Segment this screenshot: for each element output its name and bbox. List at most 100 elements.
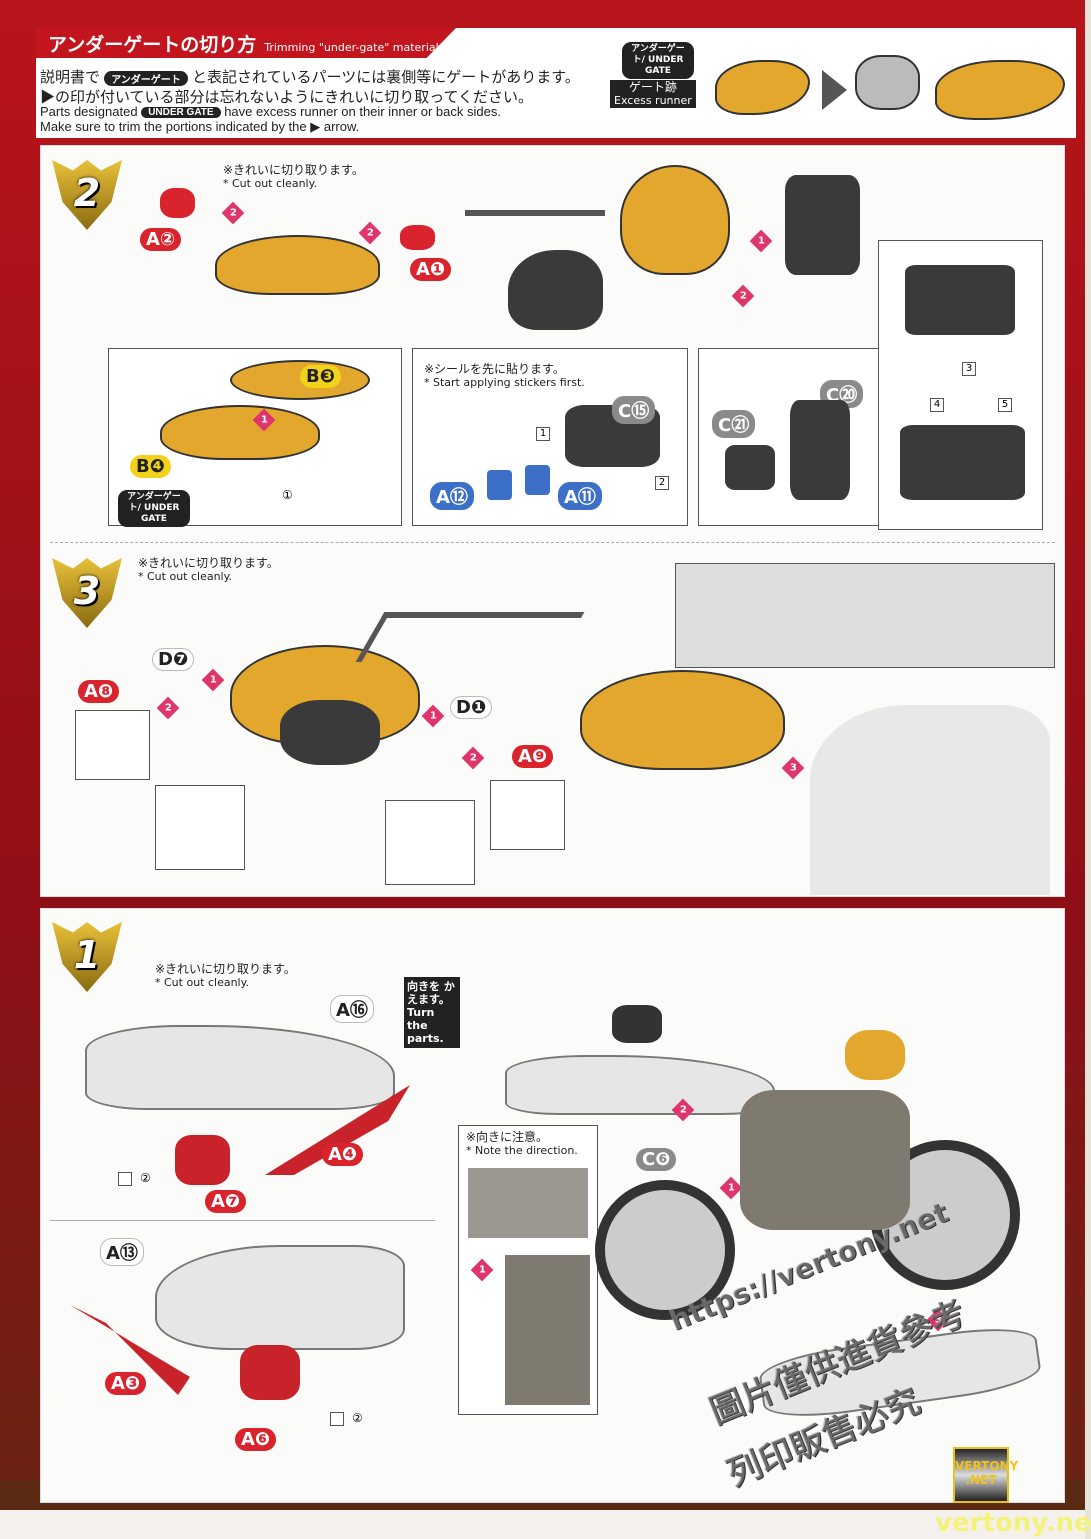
label-c6: C❻ [636,1148,677,1171]
label-b4: B❹ [130,455,171,478]
sticker-note: ※シールを先に貼ります。* Start applying stickers fi… [424,362,585,390]
text: 1 [260,414,268,425]
sticker-3: 3 [962,362,976,376]
divider [50,542,1055,543]
bike-front [810,705,1050,895]
handlebar-detail [675,563,1055,668]
note-en: * Cut out cleanly. [223,177,318,190]
bike-headlight [845,1030,905,1080]
label-a7: A❼ [205,1190,247,1213]
note-en: Turn the parts. [407,1006,444,1045]
note-jp: ※きれいに切り取ります。 [223,163,364,177]
label-a13: A⑬ [100,1238,144,1266]
under-gate-label: アンダーゲート/ UNDER GATE [118,490,190,527]
runner-mark-2: ② [352,1411,363,1425]
text: 1 [478,1264,486,1275]
text: と表記されているパーツには裏側等にゲートがあります。 [191,69,580,86]
meter-assembled [900,425,1025,500]
label-a1: A❶ [410,258,452,281]
label-c21: C㉑ [712,410,756,438]
label-a11: A⑪ [558,482,602,510]
frame-part-a13 [155,1245,405,1350]
page-edge [1085,0,1091,1539]
part-c20 [790,400,850,500]
headlight-assembled [580,670,785,770]
label-a16: A⑯ [330,995,374,1023]
under-gate-badge: アンダーゲート [104,70,188,86]
text: 2 [469,752,477,763]
direction-note: ※向きに注意。* Note the direction. [466,1130,578,1158]
shock-detail [505,1255,590,1405]
label-a4: A❹ [322,1143,364,1166]
title-jp: アンダーゲートの切り方 [48,34,257,56]
label-a8: A❽ [78,680,120,703]
detail-d7 [155,785,245,870]
detail-d1 [385,800,475,885]
text: 2 [679,1104,687,1115]
part-c6-detail [612,1005,662,1043]
sticker-4: 4 [930,398,944,412]
part-a2 [160,188,195,218]
label-c15: C⑮ [612,396,656,424]
instruction-line-4: Make sure to trim the portions indicated… [40,119,360,134]
text: 2 [164,702,172,713]
instruction-line-1: 説明書で アンダーゲート と表記されているパーツには裏側等にゲートがあります。 [40,66,580,87]
text: Excess runner [614,94,692,107]
text: 説明書で [40,69,101,86]
part-a6 [240,1345,300,1400]
text: 1 [429,710,437,721]
handlebar-mount [785,175,860,275]
note-en: * Note the direction. [466,1144,578,1157]
bike-body [740,1090,910,1230]
part-c21 [725,445,775,490]
meter-part [905,265,1015,335]
divider [50,1220,435,1221]
under-gate-badge: UNDER GATE [141,107,221,119]
under-gate-label: アンダーゲート/ UNDER GATE [622,42,694,79]
label-a12: A⑫ [430,482,474,510]
sticker-1: 1 [536,427,550,441]
vertony-logo: VERTONY .NET [953,1447,1018,1503]
headlight-cowl [508,250,603,330]
note-jp: 向きを かえます。 [407,980,455,1006]
note-en: * Cut out cleanly. [155,976,250,989]
nipper-illustration [855,55,920,110]
text: 1 [757,235,765,246]
sticker-5: 5 [998,398,1012,412]
label-a3: A❸ [105,1372,147,1395]
assembly-arrow [465,210,605,216]
turn-parts-note: 向きを かえます。Turn the parts. [404,977,460,1048]
text: ゲート跡 [628,80,677,94]
text: Parts designated [40,104,138,119]
step2-cut-note: ※きれいに切り取ります。* Cut out cleanly. [223,163,364,191]
instruction-line-2: ▶の印が付いている部分は忘れないようにきれいに切り取ってください。 [40,89,534,106]
label-b3: B❸ [300,365,341,388]
label-a2: A② [140,228,182,251]
detail-a9 [490,780,565,850]
note-jp: ※きれいに切り取ります。 [138,556,279,570]
label-c20: C⑳ [820,380,864,408]
rear-wheel [595,1180,735,1320]
runner-mark [118,1172,132,1186]
runner-mark [330,1412,344,1426]
note-en: * Cut out cleanly. [138,570,233,583]
header-title: アンダーゲートの切り方 Trimming "under-gate" materia… [48,30,439,57]
text: 2 [366,227,374,238]
label-d1: D❶ [450,696,493,719]
lens-a11 [525,465,550,495]
note-en: * Start applying stickers first. [424,376,585,389]
part-b4 [160,405,320,460]
sticker-2: 2 [655,476,669,490]
lens-a12 [487,470,512,500]
text: 3 [789,762,797,773]
text: 1 [727,1182,735,1193]
title-en: Trimming "under-gate" material [264,41,439,54]
text: have excess runner on their inner or bac… [224,104,501,119]
text: 2 [229,207,237,218]
part-a1 [400,225,435,250]
label-a9: A❾ [512,745,554,768]
step3-cut-note: ※きれいに切り取ります。* Cut out cleanly. [138,556,279,584]
label-d7: D❼ [152,648,195,671]
text: 1 [209,674,217,685]
